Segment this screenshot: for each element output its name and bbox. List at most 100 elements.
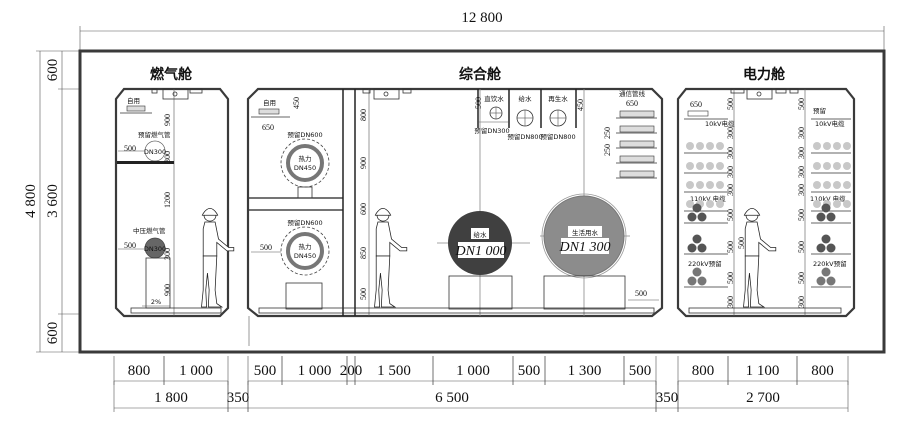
power-dim-right-8: 300 [797,296,806,308]
power-dim-right-4: 300 [797,184,806,196]
cable-10kv [686,162,694,170]
kv10-right-label: 10kV电缆 [815,119,845,128]
power-dim-650: 650 [690,100,702,109]
domestic-pipe-dn: DN1 300 [559,240,611,255]
domestic-pipe-label: 生活用水 [572,228,599,237]
cable-hv [826,212,836,222]
gas-dim-v4: 900 [163,284,172,296]
gas-reserved-label: 预留燃气管 [138,130,171,139]
cable-10kv [716,142,724,150]
supply-reserved: 预留DN800 [507,132,542,141]
reclaimed-label: 再生水 [548,94,568,103]
outer-wall [78,49,886,354]
integrated-dim-450: 450 [292,97,301,109]
kv110-right-label: 110kV 电缆 [810,194,846,203]
bottom-dim-row1-12: 800 [811,363,834,379]
overall-height-label: 4 800 [23,184,39,218]
cable-10kv [823,142,831,150]
gas-compartment-wall [114,87,230,318]
cable-10kv [706,162,714,170]
reserved-right-label: 预留 [813,106,826,115]
cable-10kv [843,200,851,208]
comm-width: 650 [626,99,638,108]
gas-slope-label: 2% [151,298,161,306]
bottom-dim-row1-6: 1 000 [456,363,490,379]
cable-hv [821,203,831,213]
gas-offset-bottom: 500 [124,241,136,250]
cable-10kv [696,162,704,170]
integrated-compartment-title: 综合舱 [459,66,502,83]
bottom-dim-row1-3: 1 000 [298,363,332,379]
cable-10kv [833,200,841,208]
gas-compartment-title: 燃气舱 [150,66,193,83]
cable-10kv [833,162,841,170]
cable-10kv [686,142,694,150]
bottom-dim-row1-5: 1 500 [377,363,411,379]
power-dim-right-1: 300 [797,127,806,139]
left-dimensions: 4 800 3 600 600 600 [23,50,80,353]
cable-hv [697,276,707,286]
heat1-label: 热力 [299,154,312,163]
bottom-dim-row2-0: 1 800 [154,390,188,406]
power-cables [684,118,851,288]
cable-hv [692,267,702,277]
bottom-dim-row1-0: 800 [128,363,151,379]
bottom-dim-row1-11: 1 100 [746,363,780,379]
cable-10kv [823,162,831,170]
cable-hv [816,243,826,253]
gas-dim-v2: 1200 [163,192,172,208]
bottom-dim-row1-4: 200 [340,363,363,379]
supply-label: 给水 [519,94,533,103]
cable-10kv [706,200,714,208]
power-dim-left-4: 300 [726,184,735,196]
direct-drink-label: 直饮水 [484,94,504,103]
water-pipe-dn: DN1 000 [455,244,507,259]
gas-medium-label: 中压燃气管 [133,226,166,235]
comm-label: 通信管线 [619,89,646,98]
bottom-dim-row2-4: 2 700 [746,390,780,406]
cable-hv [816,212,826,222]
gas-compartment: 燃气舱 自用 预留燃气管 DN300 500 中压燃气管 DN300 500 2… [114,66,235,318]
bottom-dim-row1-10: 800 [692,363,715,379]
power-dim-left-8: 300 [726,296,735,308]
cable-hv [687,212,697,222]
power-dim-left-5: 500 [726,209,735,221]
integrated-dim-top500: 500 [474,97,483,109]
bottom-dim-row2-3: 350 [656,390,679,406]
gas-self-use-label: 自用 [127,96,140,105]
cable-10kv [813,142,821,150]
top-height-label: 600 [45,59,61,82]
kv220-left-label: 220kV预留 [688,259,722,268]
bottom-height-label: 600 [45,322,61,345]
kv220-right-label: 220kV预留 [813,259,847,268]
comm-trays [616,110,657,179]
integrated-dim-top450: 450 [576,99,585,111]
cable-hv [687,243,697,253]
heat2-label: 热力 [299,242,312,251]
integrated-dim-right500: 500 [635,289,647,298]
bottom-dim-row2-1: 350 [227,390,250,406]
power-compartment-title: 电力舱 [743,66,786,83]
heat2-reserved-label: 预留DN600 [287,218,322,227]
power-dim-left-1: 300 [726,127,735,139]
integrated-self-use-label: 自用 [263,98,276,107]
top-dimension: 12 800 [79,10,885,50]
power-dim-right-5: 500 [797,209,806,221]
power-dim-left-6: 500 [726,241,735,253]
integrated-compartment: 综合舱 自用 650 450 预留DN600 热力 DN450 预留DN600 … [246,66,664,318]
integrated-dim-v800: 800 [359,109,368,121]
integrated-dim-left500: 500 [260,243,272,252]
power-dim-left-7: 500 [726,272,735,284]
power-worker-figure [743,208,777,308]
cable-10kv [843,162,851,170]
cable-hv [821,267,831,277]
cable-10kv [813,181,821,189]
cable-hv [821,234,831,244]
power-dim-right-0: 500 [797,98,806,110]
cable-10kv [813,200,821,208]
integrated-dim-v500: 500 [359,288,368,300]
gas-dim-v0: 300 [163,151,172,163]
comm-dim-250a: 250 [603,127,612,139]
